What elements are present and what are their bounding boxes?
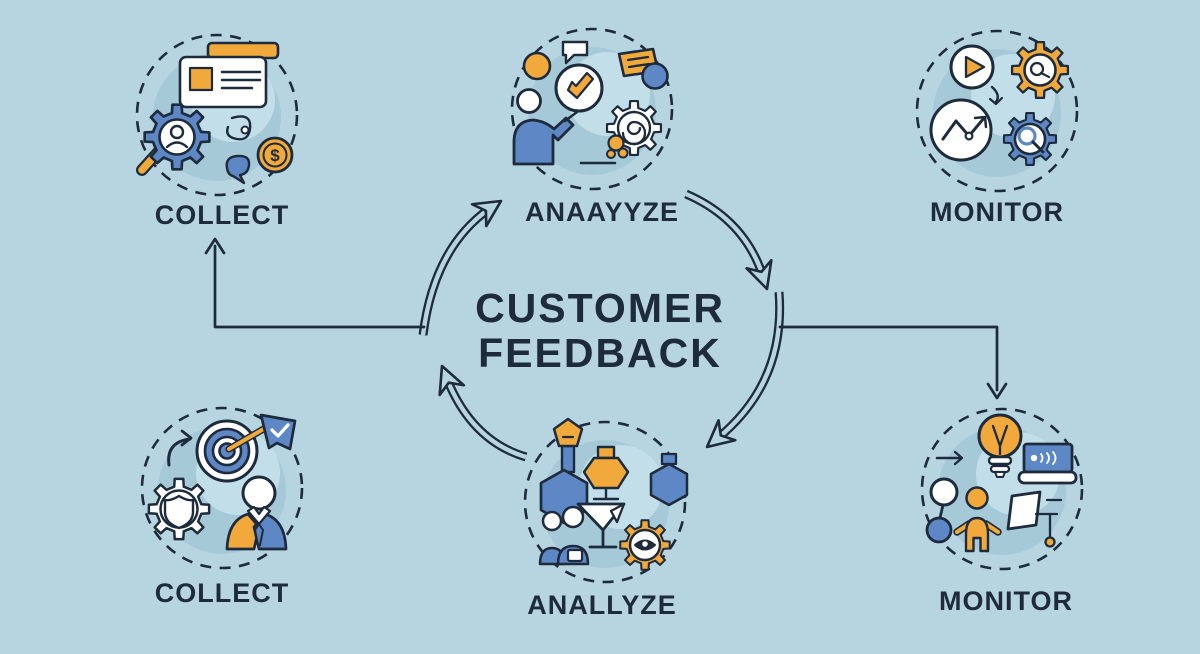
person-icon xyxy=(512,88,617,166)
arrowhead-icon xyxy=(705,419,737,449)
label-monitor-bottom: MONITOR xyxy=(939,586,1073,616)
gear-search-icon xyxy=(1010,40,1070,100)
arrowhead-icon xyxy=(745,258,773,291)
label-analyze-bottom: ANALLYZE xyxy=(527,590,677,620)
magnifier-gear-user-icon xyxy=(136,103,211,176)
dot-circle-icon xyxy=(641,62,669,90)
document-icon xyxy=(1006,490,1042,531)
check-badge-icon xyxy=(554,63,604,113)
gear-shield-icon xyxy=(147,477,211,541)
dashed-ring xyxy=(135,33,299,197)
analyze-bottom-icon xyxy=(523,417,689,584)
label-monitor-top: MONITOR xyxy=(930,197,1064,227)
target-dart-icon xyxy=(195,413,297,483)
dashed-ring xyxy=(510,27,674,191)
node-collect-bottom xyxy=(137,403,307,573)
hook-icon xyxy=(225,115,252,141)
connector-to-monitor-bottom xyxy=(778,325,1008,400)
connector-to-collect-top xyxy=(204,237,426,329)
collect-top-icon: $ xyxy=(135,33,299,197)
funnel-icon xyxy=(576,502,626,549)
label-collect-top: COLLECT xyxy=(154,200,290,230)
people-icon xyxy=(538,505,590,566)
arrowhead-icon xyxy=(438,364,466,397)
laptop-icon xyxy=(1017,442,1078,485)
gear-magnifier-icon xyxy=(1002,111,1058,167)
arrow-down-icon xyxy=(986,382,1008,400)
dashed-ring xyxy=(523,420,687,584)
title-line1: CUSTOMER xyxy=(475,285,725,331)
diagram-title: CUSTOMER FEEDBACK xyxy=(475,286,725,376)
play-circle-icon xyxy=(949,44,995,90)
person-icon xyxy=(225,475,288,551)
curved-arrow-icon xyxy=(167,429,193,467)
node-collect-top: $ xyxy=(132,30,302,200)
dashed-ring xyxy=(920,407,1084,571)
dollar-coin-icon: $ xyxy=(256,136,294,174)
arrow-up-icon xyxy=(204,237,226,255)
nodes-link-icon xyxy=(925,477,959,544)
dashed-ring xyxy=(140,406,304,570)
gear-target-icon xyxy=(605,99,663,159)
collect-bottom-icon xyxy=(140,406,304,570)
dollar-glyph: $ xyxy=(270,146,280,165)
node-monitor-top xyxy=(912,26,1082,196)
chart-circle-icon xyxy=(929,98,993,162)
analyze-top-icon xyxy=(510,27,674,191)
dashed-ring xyxy=(915,29,1079,193)
monitor-bottom-icon xyxy=(920,407,1084,571)
speech-bubble-icon xyxy=(225,154,251,185)
browser-window-icon xyxy=(178,41,280,109)
title-line2: FEEDBACK xyxy=(478,330,722,376)
node-analyze-top xyxy=(507,24,677,194)
small-curved-arrow-icon xyxy=(988,85,1004,106)
label-analyze-top: ANAAYYZE xyxy=(524,197,680,227)
label-collect-bottom: COLLECT xyxy=(154,578,290,608)
node-monitor-bottom xyxy=(917,404,1087,574)
person-icon xyxy=(953,486,1002,553)
chat-circle-icon xyxy=(522,51,552,81)
lightbulb-icon xyxy=(977,413,1023,478)
arrow-right-icon xyxy=(935,450,964,466)
monitor-top-icon xyxy=(915,29,1079,193)
node-analyze-bottom xyxy=(520,417,690,587)
hexagon-flask-right-icon xyxy=(649,452,689,507)
speech-bubble-icon xyxy=(561,40,589,65)
gear-eye-icon xyxy=(619,519,671,571)
flowchart-lines-icon xyxy=(1034,498,1063,548)
vase-icon xyxy=(582,445,630,501)
